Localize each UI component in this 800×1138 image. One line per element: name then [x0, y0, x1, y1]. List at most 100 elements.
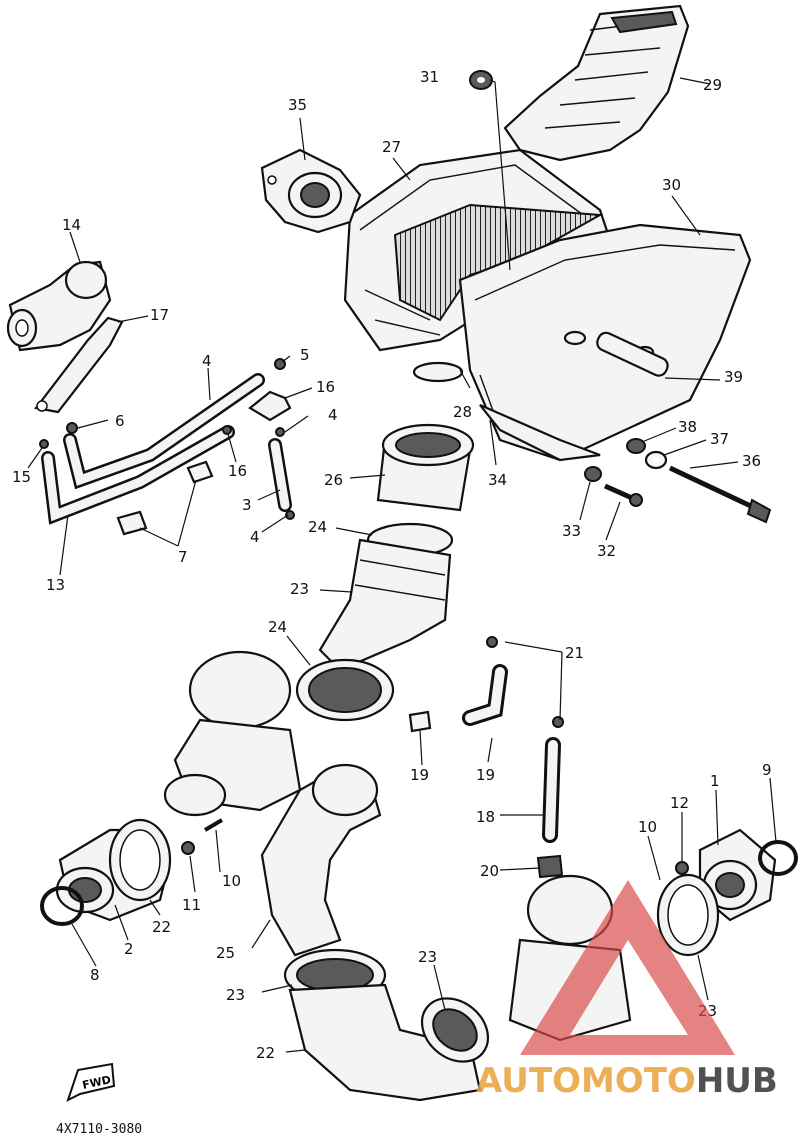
callout-16a: 22: [152, 918, 171, 936]
nut-10-left: [181, 841, 195, 855]
callout-22: 23: [290, 580, 309, 598]
svg-text:AUTOMOTOHUB: AUTOMOTOHUB: [476, 1061, 778, 1101]
watermark-part-auto: AUTO: [476, 1061, 581, 1101]
callout-9a: 10: [222, 872, 241, 890]
clip-20: [486, 636, 564, 728]
callout-20: 21: [565, 644, 584, 662]
callout-14: 16: [316, 378, 335, 396]
joint-18: [462, 664, 508, 726]
carb-joint-1: [698, 828, 777, 922]
hose-3: [268, 438, 292, 512]
callout-6a: 5: [300, 346, 310, 364]
callout-12: 13: [46, 576, 65, 594]
screw-32: [603, 483, 643, 507]
callout-24a: 24: [308, 518, 327, 536]
callout-15: 17: [150, 306, 169, 324]
fwd-arrow-tag: FWD: [66, 1062, 116, 1102]
oring-8-right: [758, 840, 798, 876]
callout-1: 1: [710, 772, 720, 790]
callout-23b: 23: [418, 948, 437, 966]
callout-10b: 12: [670, 794, 689, 812]
grommet-31: [469, 70, 493, 90]
callout-2: 2: [124, 940, 134, 958]
callout-39: 39: [724, 368, 743, 386]
drawing-code: 4X7110-3080: [56, 1122, 142, 1137]
callout-38: 38: [678, 418, 697, 436]
washer-37: [644, 450, 668, 470]
callout-30: 30: [662, 176, 681, 194]
band-23-right: [420, 997, 490, 1063]
callout-25: 25: [216, 944, 235, 962]
clip-6: [66, 358, 286, 434]
callout-29: 29: [703, 76, 722, 94]
hose-5: [63, 373, 265, 490]
callout-27: 27: [382, 138, 401, 156]
intake-duct-29: [503, 4, 690, 162]
bracket-35: [260, 148, 362, 234]
callout-11: 14: [62, 216, 81, 234]
callout-13a: 15: [12, 468, 31, 486]
clip-19-upper: [408, 710, 432, 733]
callout-35: 35: [288, 96, 307, 114]
callout-4b: 4: [250, 528, 260, 546]
callout-13b: 16: [228, 462, 247, 480]
nut-33: [584, 466, 602, 482]
callout-33: 33: [562, 522, 581, 540]
fwd-text: FWD: [81, 1073, 112, 1092]
callout-18: 19: [476, 766, 495, 784]
breather-11: [6, 260, 112, 352]
cover-seal-34: [479, 403, 601, 462]
intake-duct-25: [260, 763, 382, 957]
callout-26: 26: [324, 471, 343, 489]
band-16-right: [656, 873, 720, 957]
callout-36: 36: [742, 452, 761, 470]
callout-24b: 24: [268, 618, 287, 636]
watermark-triangle-icon: [520, 880, 735, 1055]
clamp-7: [116, 460, 214, 536]
callout-10a: 11: [182, 896, 201, 914]
band-24-lower: [295, 658, 395, 722]
oring-8-left: [40, 886, 84, 926]
callout-32: 32: [597, 542, 616, 560]
watermark: AUTOMOTOHUB: [476, 880, 778, 1101]
callout-23a: 23: [226, 986, 245, 1004]
collar-39: [596, 331, 669, 377]
stay-15: [34, 316, 124, 414]
callout-6b: 6: [115, 412, 125, 430]
washer-38: [626, 438, 646, 454]
watermark-part-hub: HUB: [696, 1061, 778, 1101]
callout-34: 34: [488, 471, 507, 489]
nut-10-right: [675, 861, 689, 875]
callout-21: 22: [256, 1044, 275, 1062]
callout-19b: 20: [480, 862, 499, 880]
leader-lines: [27, 77, 777, 1053]
joint-14: [248, 390, 292, 422]
callout-17: 18: [476, 808, 495, 826]
callout-4a: 4: [328, 406, 338, 424]
callout-19a: 19: [410, 766, 429, 784]
callout-9b: 10: [638, 818, 657, 836]
callout-8a: 8: [90, 966, 100, 984]
joint-22: [318, 538, 452, 672]
carb-left-body: [163, 650, 302, 817]
callout-3: 3: [242, 496, 252, 514]
hose-17: [542, 737, 561, 843]
callout-37: 37: [710, 430, 729, 448]
hose-12: [41, 425, 235, 525]
clip-19-lower: [536, 854, 564, 879]
intake-duct-21: [288, 983, 482, 1102]
callout-5: 4: [202, 352, 212, 370]
callout-31: 31: [420, 68, 439, 86]
seal-28: [412, 361, 464, 383]
band-16-left: [108, 818, 172, 902]
callout-8b: 9: [762, 761, 772, 779]
joint-26: [376, 423, 475, 512]
clip-4: [275, 427, 295, 520]
watermark-part-moto: MOTO: [581, 1061, 696, 1101]
callout-labels: 29 31 35 27 30 14 17 5 4 39 16 28 4 6 38…: [12, 68, 772, 1062]
screw-9-left: [203, 818, 224, 832]
bolt-36: [668, 465, 772, 524]
callout-28: 28: [453, 403, 472, 421]
callout-7: 7: [178, 548, 188, 566]
